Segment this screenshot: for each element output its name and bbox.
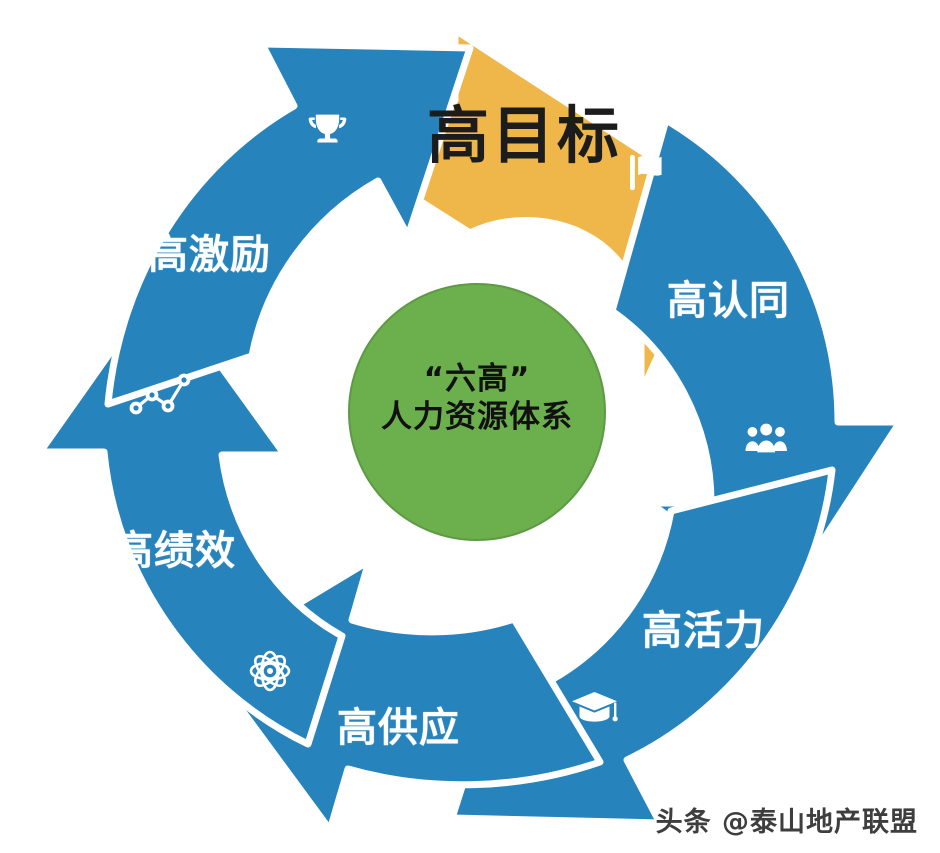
graduation-cap-icon — [572, 692, 618, 722]
watermark: 头条 @泰山地产联盟 — [655, 807, 918, 838]
network-nodes-icon — [129, 373, 191, 415]
atom-icon — [249, 650, 291, 692]
ring-segments — [36, 26, 904, 834]
segment-icons — [129, 114, 787, 722]
trophy-icon — [308, 114, 347, 143]
center-circle[interactable] — [348, 283, 606, 541]
segment-high-incentive[interactable] — [104, 40, 474, 408]
segment-high-incentive-shape — [104, 40, 474, 408]
people-group-icon — [745, 423, 787, 453]
flag-icon — [630, 155, 662, 191]
